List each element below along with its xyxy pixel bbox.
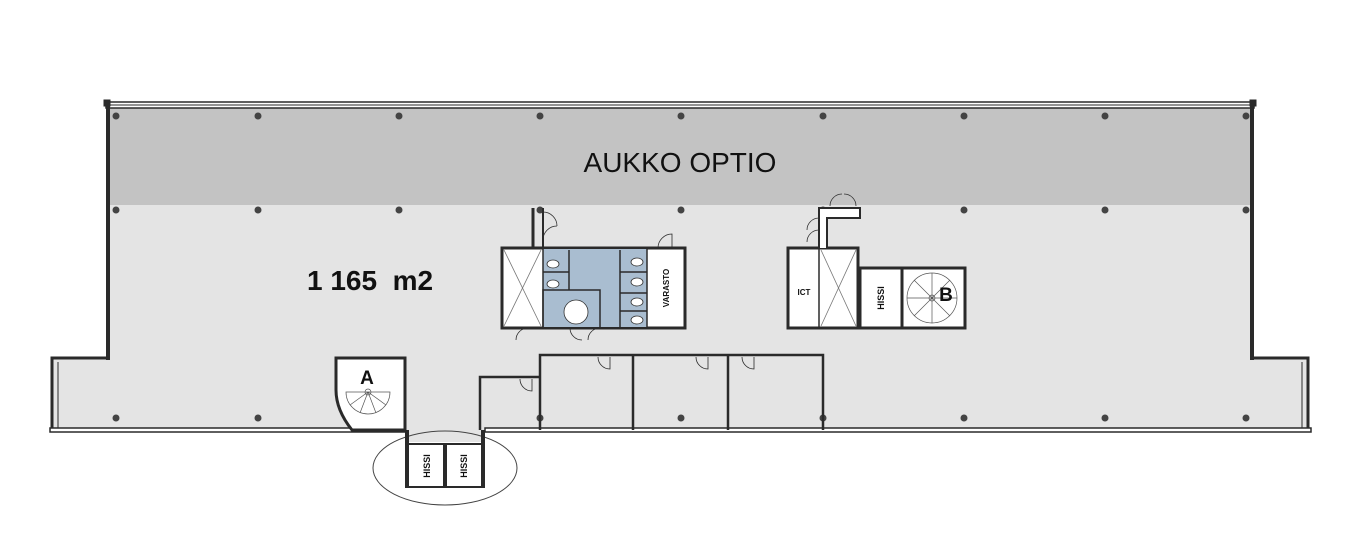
shaft-cross-icon [820,249,857,327]
restroom-block[interactable]: VARASTO [500,208,687,341]
spiral-stair-icon [906,272,958,324]
column-marker [112,414,120,422]
column-marker [1101,206,1109,214]
small-rooms[interactable] [478,353,825,430]
column-marker [960,414,968,422]
core-b[interactable]: ICT HISSI B [786,193,967,330]
elevator-label: HISSI [876,286,886,310]
column-marker [536,112,544,120]
column-marker [254,112,262,120]
column-marker [395,112,403,120]
right-wing-area [1252,358,1308,430]
left-wing-area [52,358,108,430]
toilet-icon [546,257,644,325]
column-marker [1242,414,1250,422]
column-marker [395,206,403,214]
spiral-stair-icon [345,388,391,415]
elevator-b[interactable] [858,266,904,330]
column-marker [1242,206,1250,214]
column-marker [677,206,685,214]
column-marker [677,414,685,422]
elevator-lobby[interactable]: HISSI HISSI [372,430,518,506]
stair-a[interactable]: A [334,356,407,432]
shaft-cross-icon [503,249,542,327]
column-marker [254,206,262,214]
opening-option-label: AUKKO OPTIO [584,147,777,178]
column-marker [112,206,120,214]
column-marker [1101,414,1109,422]
exterior-walls [49,99,1312,433]
opening-option-band[interactable] [108,108,1252,205]
elevator-a1[interactable] [407,443,445,488]
elevator-label: HISSI [422,454,432,478]
elevator-a2[interactable] [445,443,483,488]
column-marker [112,112,120,120]
column-marker [960,112,968,120]
column-marker [254,414,262,422]
storage-label: VARASTO [662,269,671,307]
column-marker [536,206,544,214]
stair-b-label: B [939,285,953,306]
column-marker [1101,112,1109,120]
elevator-label: HISSI [459,454,469,478]
column-marker [960,206,968,214]
column-marker [1242,112,1250,120]
column-marker [677,112,685,120]
column-marker [819,112,827,120]
ict-label: ICT [798,288,811,297]
stair-a-label: A [360,368,374,389]
area-label: 1 165 m2 [307,265,433,296]
